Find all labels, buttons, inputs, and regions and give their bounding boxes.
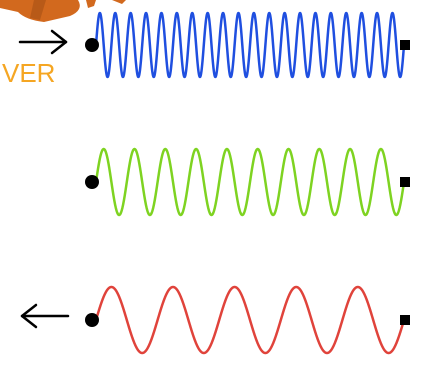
wave-start-dot [85,38,99,52]
orange-object-tip [86,0,96,8]
wave-end-square [400,315,410,325]
wave-line [94,285,406,355]
cropped-orange-object [0,0,126,22]
wave-end-square [400,177,410,187]
left-arrow [20,303,70,329]
wave-end-square [400,40,410,50]
wave-start-dot [85,175,99,189]
orange-object-stripe [30,0,46,20]
orange-object-piece [112,0,126,4]
wave-line [94,11,406,79]
right-arrow [18,29,68,55]
wave-high-frequency [85,11,410,79]
partial-label: VER [2,58,55,88]
wave-medium-frequency [85,147,410,217]
wave-start-dot [85,313,99,327]
wave-low-frequency [85,285,410,355]
wave-line [94,147,406,217]
